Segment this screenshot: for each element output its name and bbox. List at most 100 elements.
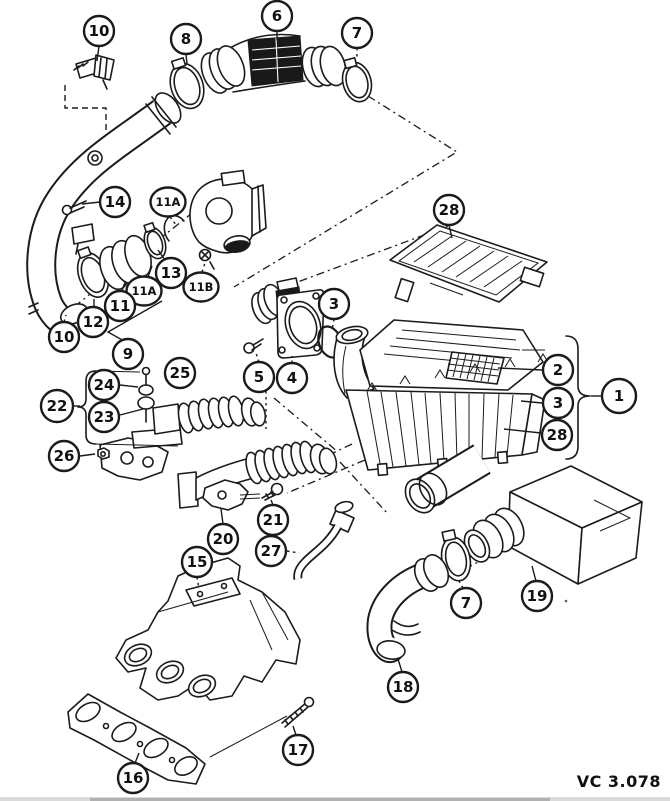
callout-11B[interactable]: 11B — [182, 271, 220, 303]
callout-4[interactable]: 4 — [275, 361, 309, 395]
svg-text:4: 4 — [287, 369, 297, 387]
callout-25[interactable]: 25 — [163, 356, 197, 390]
intake-pipe-assembly — [26, 92, 182, 341]
svg-text:7: 7 — [461, 594, 471, 612]
svg-text:23: 23 — [94, 408, 115, 426]
leader-20 — [220, 508, 224, 525]
air-sensor — [73, 54, 115, 90]
callout-8[interactable]: 8 — [169, 22, 203, 56]
svg-text:27: 27 — [261, 542, 282, 560]
callout-23[interactable]: 23 — [87, 400, 121, 434]
svg-text:24: 24 — [94, 376, 115, 394]
callout-22[interactable]: 22 — [39, 388, 75, 424]
leader-11B — [201, 262, 206, 273]
callout-3-right[interactable]: 3 — [541, 386, 575, 420]
callout-15[interactable]: 15 — [180, 545, 214, 579]
leader-8 — [185, 53, 188, 65]
callout-18[interactable]: 18 — [386, 670, 420, 704]
callout-28-right[interactable]: 28 — [540, 418, 574, 452]
intake-manifold — [115, 557, 301, 701]
leader-11A-top — [169, 216, 178, 227]
callout-26[interactable]: 26 — [47, 439, 81, 473]
callout-14[interactable]: 14 — [98, 185, 132, 219]
svg-text:1: 1 — [614, 387, 624, 405]
callout-11[interactable]: 11 — [103, 289, 137, 323]
svg-text:14: 14 — [105, 193, 126, 211]
svg-text:26: 26 — [54, 447, 75, 465]
leader-13 — [157, 249, 166, 261]
svg-text:9: 9 — [123, 345, 133, 363]
maf-sensor — [243, 277, 343, 359]
svg-text:2: 2 — [553, 361, 563, 379]
callout-28-top[interactable]: 28 — [432, 193, 466, 227]
svg-text:11: 11 — [110, 297, 131, 315]
leader-27 — [286, 550, 300, 554]
svg-text:12: 12 — [83, 313, 104, 331]
speck — [564, 599, 568, 603]
callout-13[interactable]: 13 — [154, 256, 188, 290]
leader-18 — [397, 658, 403, 673]
callout-7-top[interactable]: 7 — [340, 16, 374, 50]
leader-11 — [121, 281, 126, 292]
svg-text:8: 8 — [181, 30, 191, 48]
breather-hose-27 — [293, 500, 355, 580]
leader-3-right — [520, 400, 543, 404]
svg-text:7: 7 — [352, 24, 362, 42]
callout-5[interactable]: 5 — [242, 360, 276, 394]
corrugated-hose-6 — [200, 33, 347, 94]
leader-7-bottom — [458, 580, 464, 589]
svg-text:21: 21 — [263, 511, 284, 529]
leader-11A-mid — [147, 265, 153, 278]
callout-27[interactable]: 27 — [254, 534, 288, 568]
leader-14 — [81, 201, 101, 205]
leader-17 — [292, 725, 297, 736]
svg-text:18: 18 — [393, 678, 414, 696]
callout-10-top[interactable]: 10 — [82, 14, 116, 48]
svg-text:19: 19 — [527, 587, 548, 605]
leader-9 — [106, 300, 163, 342]
leader-15 — [196, 576, 200, 590]
callout-17[interactable]: 17 — [281, 733, 315, 767]
callout-1[interactable]: 1 — [600, 377, 638, 415]
leader-24 — [119, 384, 139, 388]
leader-5 — [255, 352, 260, 363]
svg-text:5: 5 — [254, 368, 264, 386]
svg-text:6: 6 — [272, 7, 282, 25]
callout-12[interactable]: 12 — [76, 305, 110, 339]
callout-11A-top[interactable]: 11A — [149, 186, 187, 218]
hose-clamp-8 — [169, 57, 205, 110]
svg-text:15: 15 — [187, 553, 208, 571]
leader-10-top — [96, 45, 100, 62]
svg-text:11A: 11A — [132, 284, 157, 298]
callout-2[interactable]: 2 — [541, 353, 575, 387]
coupler-chain — [76, 214, 185, 298]
callout-20[interactable]: 20 — [206, 522, 240, 556]
intake-snorkel — [463, 465, 643, 585]
hose-clamp-7-bottom — [440, 529, 472, 582]
callout-10-left[interactable]: 10 — [47, 320, 81, 354]
figure-code: VC 3.078 — [577, 772, 661, 791]
manifold-gasket — [67, 693, 206, 785]
callout-21[interactable]: 21 — [256, 503, 290, 537]
elbow-hose-18 — [366, 554, 450, 664]
callout-19[interactable]: 19 — [520, 579, 554, 613]
svg-text:28: 28 — [439, 201, 460, 219]
air-cleaner-assembly — [333, 319, 591, 514]
scan-artifact — [0, 797, 670, 801]
callout-16[interactable]: 16 — [116, 761, 150, 795]
callout-6[interactable]: 6 — [260, 0, 294, 33]
leader-26 — [79, 453, 96, 457]
callout-7-bottom[interactable]: 7 — [449, 586, 483, 620]
resonator-bracket — [77, 366, 183, 481]
svg-text:16: 16 — [123, 769, 144, 787]
svg-text:28: 28 — [547, 426, 568, 444]
callout-11A-mid[interactable]: 11A — [125, 275, 163, 307]
callout-9[interactable]: 9 — [111, 337, 145, 371]
callout-3-mid[interactable]: 3 — [317, 287, 351, 321]
hose-clamp-7-top — [341, 56, 373, 103]
callout-24[interactable]: 24 — [87, 368, 121, 402]
svg-text:20: 20 — [213, 530, 234, 548]
